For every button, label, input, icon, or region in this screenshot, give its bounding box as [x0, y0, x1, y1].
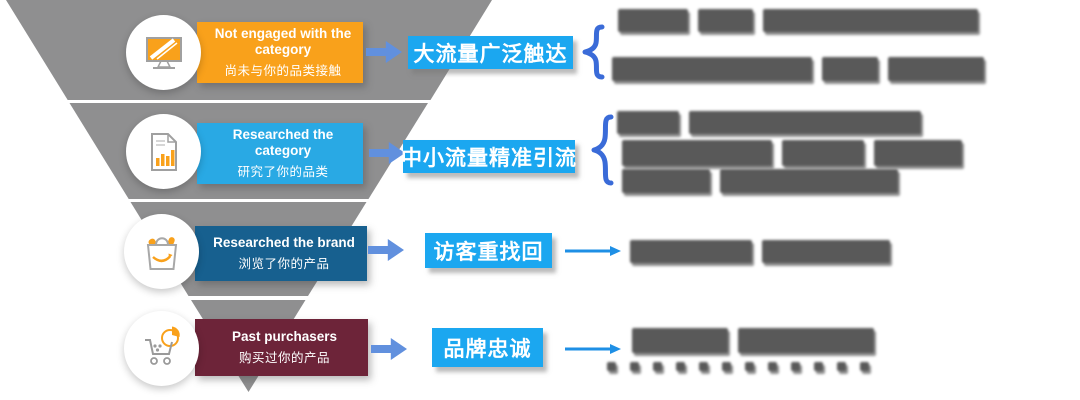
- redacted-text-segment: [745, 362, 754, 371]
- document-chart-icon: [150, 132, 177, 171]
- redacted-text-line: [618, 9, 978, 32]
- redacted-text-segment: [632, 328, 728, 353]
- tactic-2-label: 中小流量精准引流: [401, 146, 577, 170]
- stage-4-box: Past purchasers 购买过你的产品: [195, 319, 368, 376]
- redacted-text-segment: [822, 57, 878, 81]
- redacted-text-segment: [689, 111, 921, 134]
- stage-2-title-en: Researched the category: [232, 127, 334, 158]
- redacted-text-segment: [630, 240, 752, 263]
- stage-2-title-zh: 研究了你的品类: [237, 164, 329, 179]
- redacted-text-segment: [699, 362, 708, 371]
- tactic-box-2: 中小流量精准引流: [401, 140, 577, 173]
- redacted-text-segment: [630, 362, 639, 371]
- redacted-text-segment: [676, 362, 685, 371]
- redacted-text-segment: [814, 362, 823, 371]
- redacted-text-segment: [612, 57, 812, 81]
- tactic-4-label: 品牌忠诚: [443, 337, 532, 361]
- redacted-text-segment: [837, 362, 846, 371]
- redacted-text-segment: [622, 140, 772, 166]
- redacted-text-segment: [782, 140, 864, 166]
- stage-4-title-en: Past purchasers: [231, 329, 338, 345]
- line-arrow-icon: [565, 344, 621, 354]
- stage-3-title-en: Researched the brand: [213, 235, 355, 251]
- redacted-text-segment: [860, 362, 869, 371]
- redacted-text-segment: [720, 169, 898, 193]
- redacted-text-line: [612, 57, 984, 81]
- monitor-icon: [145, 36, 182, 69]
- redacted-text-segment: [888, 57, 984, 81]
- cart-pie-icon: [144, 326, 180, 365]
- redacted-text-line: [617, 111, 921, 134]
- stage-1-title-en: Not engaged with the category: [214, 26, 352, 57]
- redacted-text-line: [630, 240, 890, 263]
- redacted-text-line: [622, 169, 898, 193]
- redacted-text-segment: [874, 140, 962, 166]
- stage-2-box: Researched the category 研究了你的品类: [197, 123, 363, 184]
- stage-3-circle: [124, 214, 199, 289]
- brace-icon: [591, 114, 614, 186]
- redacted-text-segment: [622, 169, 710, 193]
- stage-1-circle: [126, 15, 201, 90]
- stage-2-circle: [126, 114, 201, 189]
- tactic-box-3: 访客重找回: [425, 233, 552, 268]
- tactic-3-label: 访客重找回: [433, 240, 544, 264]
- stage-3-title-zh: 浏览了你的产品: [238, 256, 330, 271]
- shopping-bag-icon: [146, 236, 177, 270]
- redacted-text-segment: [763, 9, 978, 32]
- stage-3-box: Researched the brand 浏览了你的产品: [195, 226, 367, 281]
- redacted-text-segment: [762, 240, 890, 263]
- redacted-text-line: [607, 362, 869, 371]
- redacted-text-segment: [722, 362, 731, 371]
- redacted-text-line: [622, 140, 962, 166]
- tactic-1-label: 大流量广泛触达: [413, 42, 568, 66]
- redacted-text-segment: [791, 362, 800, 371]
- redacted-text-segment: [607, 362, 616, 371]
- redacted-text-segment: [768, 362, 777, 371]
- line-arrow-icon: [565, 246, 621, 256]
- redacted-text-line: [632, 328, 874, 353]
- tactic-box-1: 大流量广泛触达: [408, 36, 573, 69]
- redacted-text-segment: [653, 362, 662, 371]
- redacted-text-segment: [738, 328, 874, 353]
- redacted-text-segment: [698, 9, 753, 32]
- redacted-text-segment: [617, 111, 679, 134]
- tactic-box-4: 品牌忠诚: [432, 328, 543, 367]
- stage-1-box: Not engaged with the category 尚未与你的品类接触: [197, 22, 363, 83]
- stage-4-circle: [124, 311, 199, 386]
- stage-1-title-zh: 尚未与你的品类接触: [224, 63, 342, 78]
- redacted-text-segment: [618, 9, 688, 32]
- stage-4-title-zh: 购买过你的产品: [238, 350, 330, 365]
- brace-icon: [582, 24, 605, 80]
